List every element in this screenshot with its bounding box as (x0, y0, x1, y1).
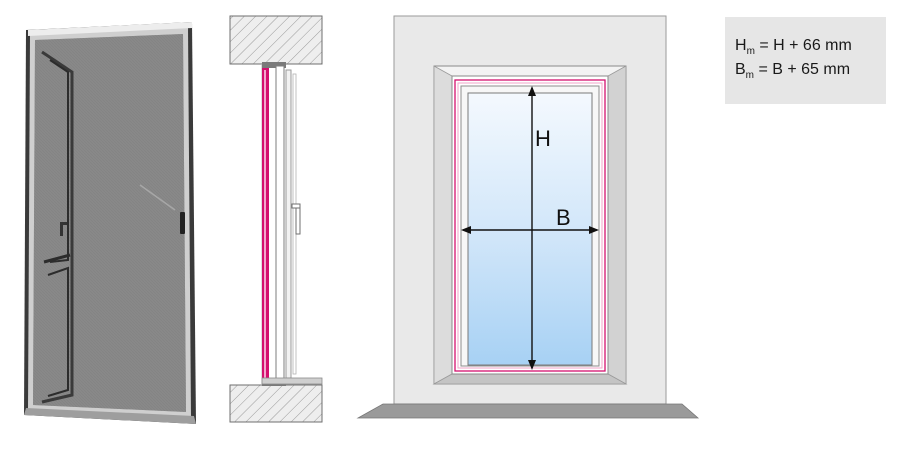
formula-height-var: H (735, 37, 747, 54)
formula-width: Bm = B + 65 mm (735, 58, 886, 82)
formula-width-sub: m (745, 70, 755, 81)
formula-height-expr: = H + 66 mm (754, 37, 852, 54)
formula-height-sub: m (746, 46, 755, 57)
cross-section-illustration (229, 15, 323, 423)
formula-box: Hm = H + 66 mm Bm = B + 65 mm (725, 17, 886, 104)
width-label: B (556, 205, 571, 230)
screen-door-illustration (24, 22, 196, 424)
formula-width-expr: = B + 65 mm (754, 61, 851, 78)
formula-height: Hm = H + 66 mm (735, 34, 886, 58)
formula-width-var: B (735, 61, 746, 78)
height-label: H (535, 126, 551, 151)
front-window-illustration: H B (356, 15, 700, 419)
